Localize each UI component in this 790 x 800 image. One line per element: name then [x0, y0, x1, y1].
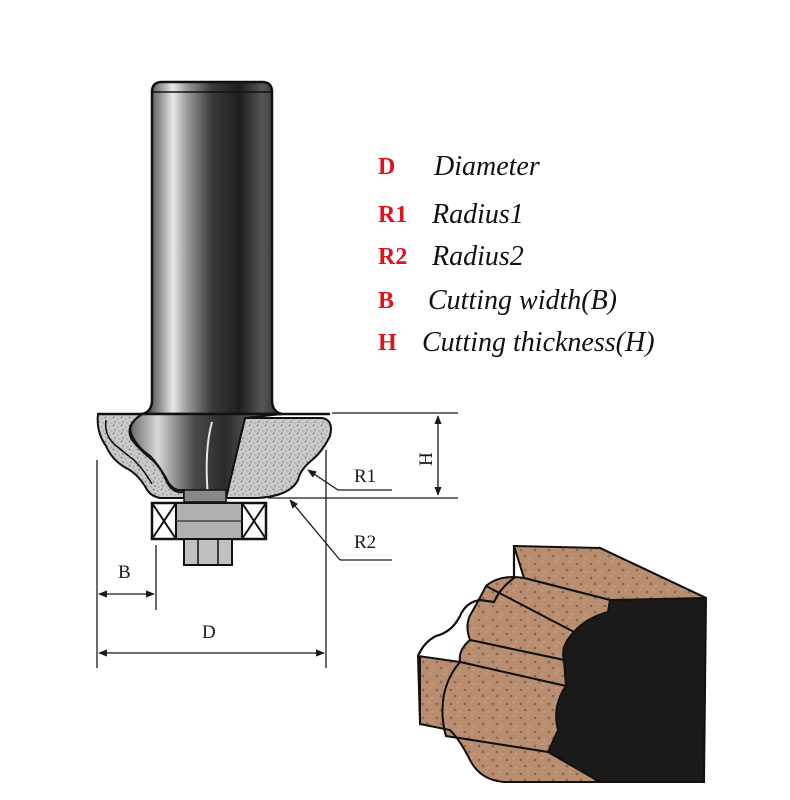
cutter-body	[96, 412, 332, 499]
legend-code: D	[378, 154, 396, 180]
legend-code: H	[378, 330, 397, 356]
dim-label-r1: R1	[354, 466, 376, 487]
legend-code: B	[378, 288, 395, 314]
dim-label-h: H	[416, 452, 437, 466]
dim-label-r2: R2	[354, 532, 376, 553]
legend-desc: Radius1	[432, 199, 524, 230]
legend-desc: Radius2	[432, 241, 524, 272]
dim-label-b: B	[118, 562, 131, 583]
dim-label-d: D	[202, 622, 216, 643]
legend-desc: Cutting width(B)	[428, 285, 617, 316]
legend-code: R1	[378, 202, 408, 228]
bearing	[150, 489, 268, 566]
legend-desc: Cutting thickness(H)	[422, 327, 655, 358]
legend-code: R2	[378, 244, 408, 270]
shank	[141, 80, 283, 416]
dimension-lines	[96, 412, 458, 668]
wood-profile-sample	[416, 544, 708, 783]
legend-desc: Diameter	[434, 151, 540, 182]
